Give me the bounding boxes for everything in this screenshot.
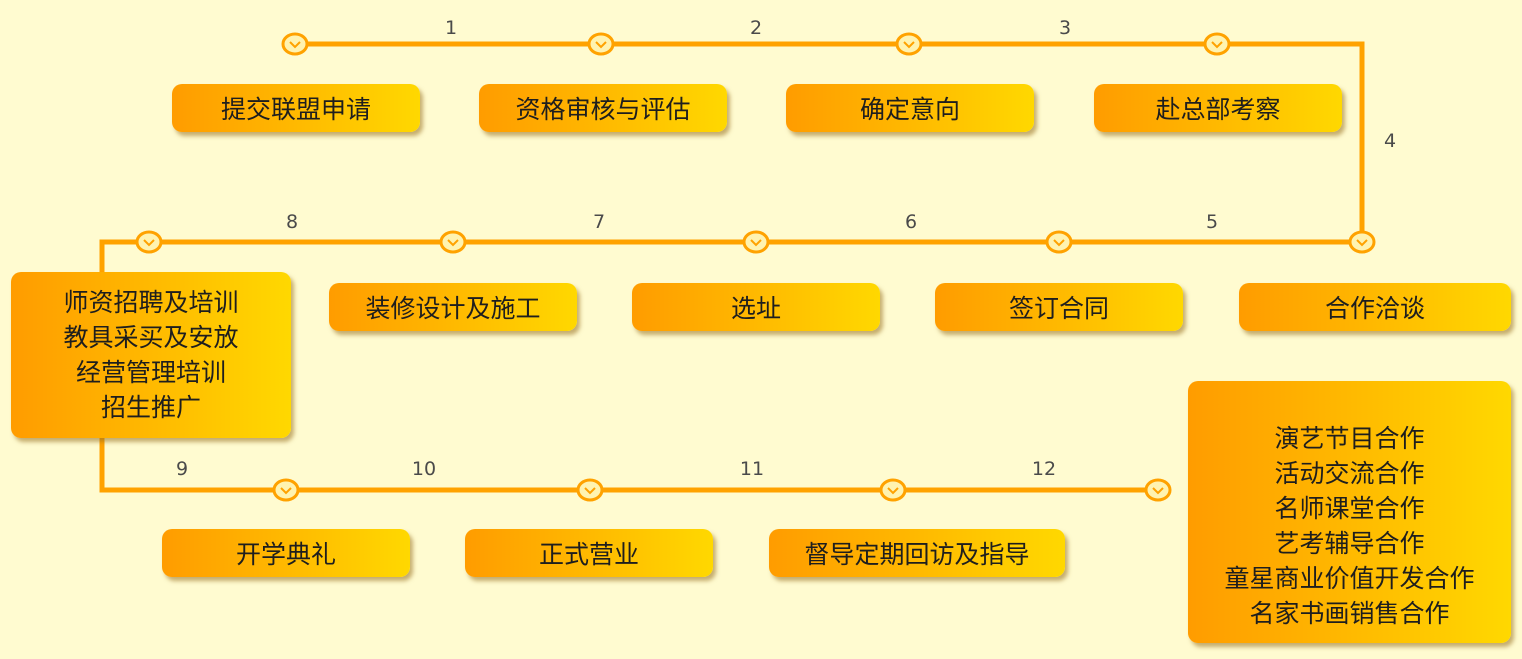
step-number: 4 — [1383, 130, 1397, 152]
step-box-sign-contract: 签订合同 — [935, 283, 1183, 331]
chevron-node-icon — [879, 478, 907, 502]
step-line: 师资招聘及培训 — [63, 288, 239, 317]
step-number: 3 — [1058, 17, 1072, 39]
step-box-cooperation-talks: 合作洽谈 — [1239, 283, 1511, 331]
cooperation-line: 童星商业价值开发合作 — [1224, 564, 1475, 593]
chevron-node-icon — [281, 32, 309, 56]
step-label: 开学典礼 — [235, 540, 336, 569]
chevron-node-icon — [587, 32, 615, 56]
step-number: 7 — [592, 211, 606, 233]
chevron-node-icon — [135, 230, 163, 254]
step-line: 经营管理培训 — [75, 358, 226, 387]
chevron-node-icon — [1144, 478, 1172, 502]
chevron-node-icon — [1045, 230, 1073, 254]
chevron-node-icon — [1348, 230, 1376, 254]
step-box-opening-ceremony: 开学典礼 — [162, 529, 410, 577]
step-number: 2 — [749, 17, 763, 39]
chevron-node-icon — [272, 478, 300, 502]
step-box-submit-application: 提交联盟申请 — [172, 84, 420, 132]
cooperation-line: 名师课堂合作 — [1274, 494, 1425, 523]
cooperation-line: 演艺节目合作 — [1274, 424, 1425, 453]
step-box-staff-training: 师资招聘及培训 教具采买及安放 经营管理培训 招生推广 — [11, 272, 291, 438]
step-box-confirm-intention: 确定意向 — [786, 84, 1034, 132]
chevron-node-icon — [439, 230, 467, 254]
step-number: 6 — [904, 211, 918, 233]
step-line: 招生推广 — [100, 393, 201, 422]
step-box-site-selection: 选址 — [632, 283, 880, 331]
cooperation-line: 艺考辅导合作 — [1274, 529, 1425, 558]
step-label: 资格审核与评估 — [515, 95, 691, 124]
step-box-official-opening: 正式营业 — [465, 529, 713, 577]
step-number: 10 — [411, 458, 437, 480]
step-number: 5 — [1205, 211, 1219, 233]
step-label: 提交联盟申请 — [220, 95, 371, 124]
step-label: 赴总部考察 — [1155, 95, 1281, 124]
step-label: 合作洽谈 — [1324, 294, 1425, 323]
chevron-node-icon — [576, 478, 604, 502]
final-cooperation-box: 演艺节目合作 活动交流合作 名师课堂合作 艺考辅导合作 童星商业价值开发合作 名… — [1188, 381, 1511, 643]
step-number: 9 — [175, 458, 189, 480]
step-label: 装修设计及施工 — [365, 294, 541, 323]
step-box-qualification-review: 资格审核与评估 — [479, 84, 727, 132]
step-label: 督导定期回访及指导 — [804, 540, 1030, 569]
step-box-decoration-construction: 装修设计及施工 — [329, 283, 577, 331]
step-number: 8 — [285, 211, 299, 233]
step-label: 选址 — [730, 294, 781, 323]
chevron-node-icon — [742, 230, 770, 254]
step-box-supervision-visits: 督导定期回访及指导 — [769, 529, 1065, 577]
step-number: 1 — [444, 17, 458, 39]
cooperation-line: 活动交流合作 — [1274, 459, 1425, 488]
step-number: 11 — [739, 458, 765, 480]
step-box-visit-headquarters: 赴总部考察 — [1094, 84, 1342, 132]
step-label: 签订合同 — [1008, 294, 1109, 323]
step-label: 正式营业 — [538, 540, 639, 569]
chevron-node-icon — [895, 32, 923, 56]
cooperation-line: 名家书画销售合作 — [1249, 599, 1450, 628]
chevron-node-icon — [1203, 32, 1231, 56]
step-label: 确定意向 — [859, 95, 960, 124]
step-number: 12 — [1031, 458, 1057, 480]
step-line: 教具采买及安放 — [63, 323, 239, 352]
